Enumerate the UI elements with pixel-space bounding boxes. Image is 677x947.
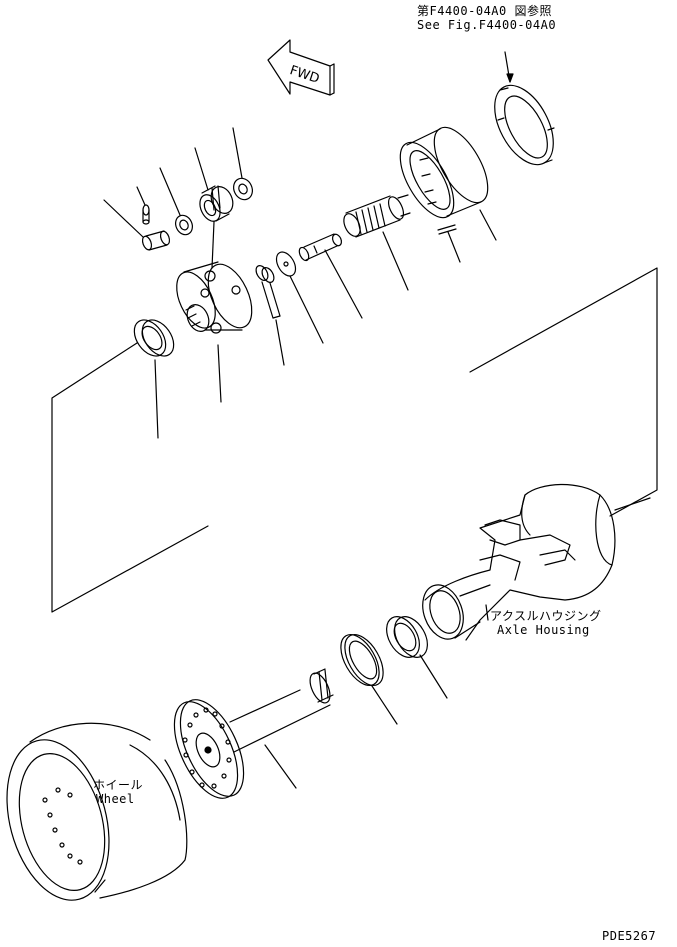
reference-label-en: See Fig.F4400-04A0 xyxy=(417,18,557,32)
sun-gear-shaft xyxy=(343,194,411,291)
reference-label-jp: 第F4400-04A0 図参照 xyxy=(417,4,552,18)
planet-shaft xyxy=(255,265,285,366)
nut-lower xyxy=(159,167,193,236)
bearing-left xyxy=(133,319,175,439)
dowel-pin xyxy=(136,186,150,225)
bolt xyxy=(298,233,363,319)
wheel-rim xyxy=(6,722,188,901)
axle-housing xyxy=(422,483,651,641)
thrust-washer xyxy=(275,251,324,344)
pin xyxy=(437,224,461,263)
axle-housing-label-en: Axle Housing xyxy=(497,623,590,637)
wheel-label-en: Wheel xyxy=(96,792,135,806)
spring-pin xyxy=(103,199,171,251)
planet-gear xyxy=(194,147,234,269)
assembly-boundary-lines xyxy=(51,267,658,613)
wheel-label-jp: ホイール xyxy=(93,778,144,792)
nut-upper xyxy=(232,127,253,201)
wheel-hub-shaft xyxy=(173,668,334,799)
oil-seal xyxy=(340,634,398,725)
drawing-code: PDE5267 xyxy=(602,929,657,943)
retainer-ring xyxy=(494,51,555,166)
planet-carrier xyxy=(176,261,253,403)
axle-housing-label-jp: アクスルハウジング xyxy=(490,609,602,623)
fwd-arrow-icon: FWD xyxy=(267,39,335,96)
bearing-right xyxy=(386,616,448,699)
ring-gear xyxy=(399,126,497,241)
